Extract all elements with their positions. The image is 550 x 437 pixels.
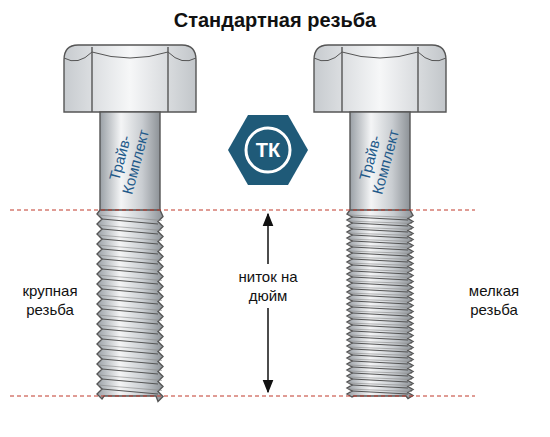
bolt-head: [314, 45, 446, 112]
thread-body: [97, 210, 163, 402]
dashed-guide: [10, 210, 475, 211]
thread-lines: [348, 215, 412, 394]
bolt-head: [64, 45, 196, 112]
logo-letters: ТК: [248, 139, 288, 161]
diagram-title: Стандартная резьба: [0, 8, 550, 32]
thread-body: [347, 210, 413, 399]
bolt-shank: [350, 112, 410, 212]
dimension-label: ниток на дюйм: [228, 264, 308, 308]
thread-label: крупная резьба: [7, 281, 93, 319]
thread-label: мелкая резьба: [451, 281, 537, 319]
logo-hexagon: [228, 115, 308, 185]
thread-lines: [98, 215, 162, 394]
bolt-shank: [100, 112, 160, 212]
dashed-guide: [10, 396, 475, 397]
